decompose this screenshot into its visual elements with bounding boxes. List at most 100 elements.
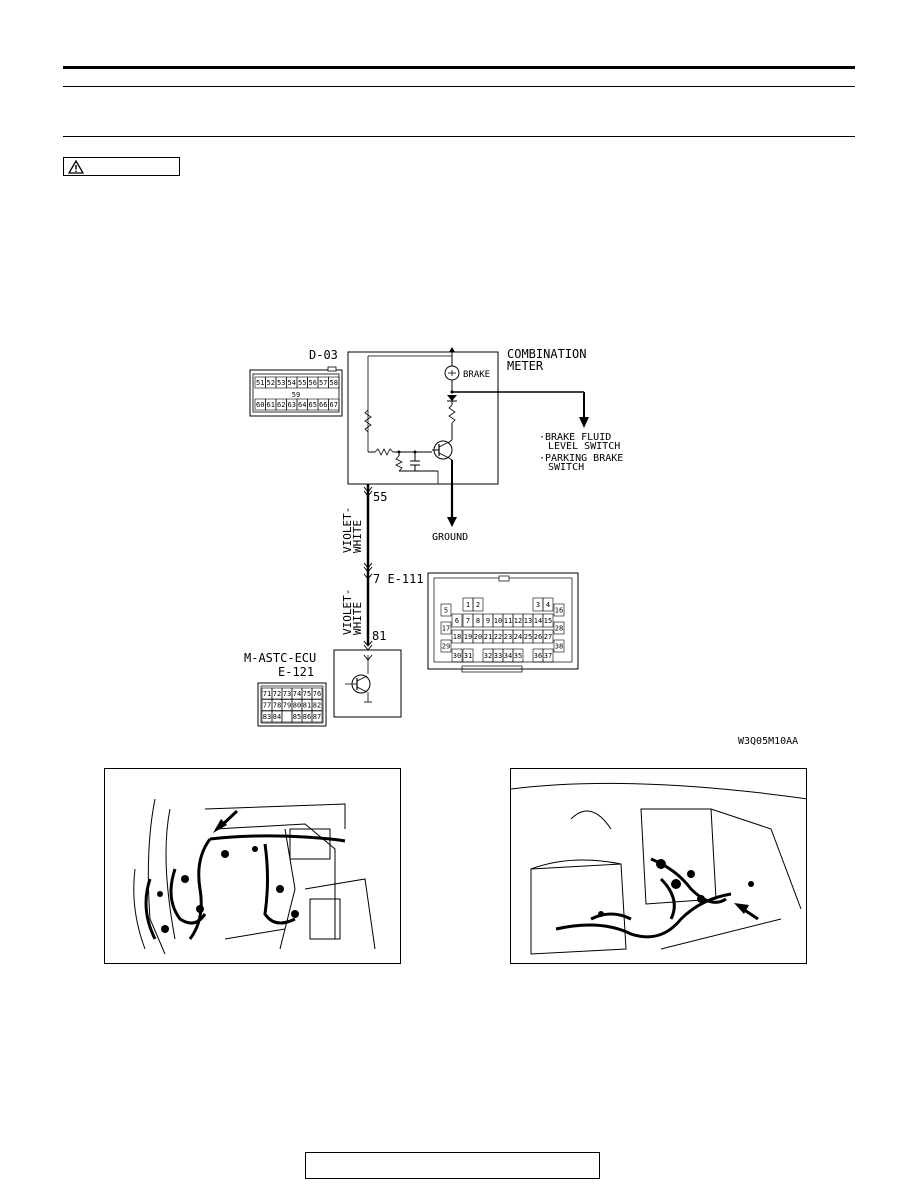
e111-pin-label: 24 (514, 633, 522, 641)
brake-lamp-label: BRAKE (463, 370, 490, 380)
d03-pin-label: 53 (277, 379, 285, 387)
d03-pin-label: 51 (256, 379, 264, 387)
d03-pin-label: 63 (288, 401, 296, 409)
e121-pin-label: 75 (303, 690, 311, 698)
ground-label: GROUND (432, 532, 468, 543)
e121-cell (311, 710, 323, 723)
e111-pin-label: 9 (486, 617, 490, 625)
signal-wire (363, 484, 373, 651)
e111-pin-label: 36 (534, 652, 542, 660)
e111-pin-label: 21 (484, 633, 492, 641)
figure-code: W3Q05M10AA (738, 736, 798, 747)
d03-pin-label: 56 (309, 379, 317, 387)
e121-pin-label: 78 (273, 702, 281, 710)
e111-left-cell (440, 639, 452, 653)
e111-cell (542, 613, 554, 628)
d03-label: D-03 (309, 348, 338, 362)
ecu-label: M-ASTC-ECU (244, 651, 316, 665)
e111-pin-label: 33 (494, 652, 502, 660)
e121-cell (311, 699, 323, 711)
e121-pin-label: 72 (273, 690, 281, 698)
e121-pin-label: 74 (293, 690, 301, 698)
e111-pin-label: 35 (514, 652, 522, 660)
e111-left-cell (440, 603, 452, 617)
ecu-box (333, 649, 402, 718)
e111-pin-label: 7 (466, 617, 470, 625)
d03-pin-label: 61 (267, 401, 275, 409)
e111-pin-label: 13 (524, 617, 532, 625)
e111-cell (542, 629, 554, 644)
e111-pin-label: 34 (504, 652, 512, 660)
e111-right-pin-label: 28 (555, 625, 563, 633)
e121-cell (311, 687, 323, 700)
e111-pin-label: 8 (476, 617, 480, 625)
e111-cell (451, 629, 463, 644)
e111-right-cell (553, 603, 565, 617)
e111-pin-label: 2 (476, 601, 480, 609)
harness-location-left (104, 768, 401, 964)
warning-triangle-icon (68, 160, 84, 174)
e111-cell (472, 597, 484, 612)
d03-cell (328, 398, 340, 411)
e121-pin-label: 83 (263, 713, 271, 721)
e121-pin-label: 80 (293, 702, 301, 710)
e111-pin-label: 25 (524, 633, 532, 641)
pointer-arrow-icon (213, 809, 239, 833)
e111-pin-label: 27 (544, 633, 552, 641)
e111-pin-label: 11 (504, 617, 512, 625)
e111-pin-label: 31 (464, 652, 472, 660)
e111-left-pin-label: 29 (442, 643, 450, 651)
pin-55-label: 55 (373, 490, 387, 504)
switch-note-2a: ·PARKING BRAKE (539, 453, 623, 464)
header-rule-thick (63, 66, 855, 69)
e121-pin-label: 73 (283, 690, 291, 698)
e121-pin-label: 84 (273, 713, 281, 721)
e111-right-pin-label: 38 (555, 643, 563, 651)
switch-note-2b: SWITCH (548, 462, 584, 473)
e111-pin-label: 3 (536, 601, 540, 609)
d03-pin-59: 59 (292, 391, 300, 399)
e111-label: 7 E-111 (373, 572, 424, 586)
e111-cell (542, 648, 554, 663)
e121-cell (281, 710, 293, 723)
e111-pin-label: 37 (544, 652, 552, 660)
e121-pin-label: 76 (313, 690, 321, 698)
switch-note-1b: LEVEL SWITCH (548, 441, 620, 452)
e121-pin-label: 85 (293, 713, 301, 721)
d03-pin-label: 58 (330, 379, 338, 387)
e111-pin-label: 20 (474, 633, 482, 641)
e121-pin-label: 81 (303, 702, 311, 710)
e121-pin-label: 87 (313, 713, 321, 721)
e121-pin-label: 71 (263, 690, 271, 698)
e111-pin-label: 18 (453, 633, 461, 641)
e111-cell (512, 648, 524, 663)
e111-pin-label: 1 (466, 601, 470, 609)
e111-right-cell (553, 621, 565, 635)
wire-color-lower-1: VIOLET- (341, 589, 354, 635)
e121-pin-label: 77 (263, 702, 271, 710)
e111-right-pin-label: 16 (555, 607, 563, 615)
d03-cell (328, 376, 340, 389)
e111-cell (451, 648, 463, 663)
switch-note-1a: ·BRAKE FLUID (539, 432, 611, 443)
wire-color-lower-2: WHITE (351, 602, 364, 635)
e111-pin-label: 10 (494, 617, 502, 625)
d03-pin-label: 55 (298, 379, 306, 387)
meter-title-line2: METER (507, 359, 544, 373)
d03-pin-label: 66 (319, 401, 327, 409)
e111-pin-label: 14 (534, 617, 542, 625)
harness-location-right (510, 768, 807, 964)
e121-pin-label: 79 (283, 702, 291, 710)
e111-pin-label: 12 (514, 617, 522, 625)
e111-pin-label: 6 (455, 617, 459, 625)
caution-box (63, 157, 180, 176)
e111-cell (542, 597, 554, 612)
e111-pin-label: 19 (464, 633, 472, 641)
e121-pin-label: 86 (303, 713, 311, 721)
e111-pin-label: 32 (484, 652, 492, 660)
d03-pin-label: 54 (288, 379, 296, 387)
